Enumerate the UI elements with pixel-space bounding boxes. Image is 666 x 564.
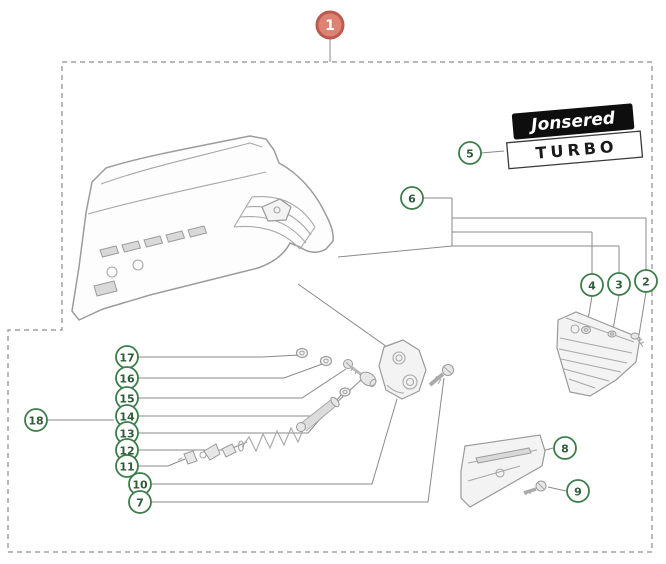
housing-bosses <box>93 259 144 297</box>
svg-text:16: 16 <box>119 373 135 386</box>
assembly-badge: 1 <box>315 10 345 40</box>
bolt-part-15 <box>343 359 363 377</box>
housing-top-edge <box>100 142 263 185</box>
svg-text:2: 2 <box>642 276 650 289</box>
brand-banner <box>511 103 635 140</box>
callout-2: 2 <box>634 269 658 293</box>
badge-circle <box>315 10 345 40</box>
washer-part-16 <box>319 355 333 367</box>
callout-5: 5 <box>458 141 482 165</box>
callout-7: 7 <box>128 490 152 514</box>
brake-cover-part <box>556 311 641 397</box>
cone-part-12 <box>199 443 237 461</box>
screw-part-9 <box>523 480 547 496</box>
callouts: 5 6 4 3 2 17 16 15 <box>24 141 658 514</box>
svg-text:3: 3 <box>615 279 623 292</box>
screw-part-7 <box>428 364 454 387</box>
screw-part-2 <box>630 332 645 348</box>
housing-mid-edge <box>87 171 267 215</box>
svg-text:17: 17 <box>119 352 134 365</box>
brake-cover-outline <box>556 311 641 397</box>
guide-plate-part-8 <box>460 434 546 508</box>
svg-text:10: 10 <box>132 479 148 492</box>
callout-9: 9 <box>566 479 590 503</box>
callout-14: 14 <box>115 404 139 428</box>
plug-part-11 <box>177 450 198 465</box>
callout-18: 18 <box>24 408 48 432</box>
callout-4: 4 <box>580 273 604 297</box>
callout-11: 11 <box>115 454 139 478</box>
washer-part-17 <box>295 347 309 359</box>
svg-text:8: 8 <box>561 443 569 456</box>
housing-illustration <box>71 135 334 321</box>
sleeve-part-14 <box>359 371 377 388</box>
dashed-boundary <box>7 61 653 553</box>
washer-part-4 <box>581 326 591 334</box>
spring-part <box>237 426 304 453</box>
callout-8: 8 <box>553 436 577 460</box>
svg-text:4: 4 <box>588 280 596 293</box>
callout-6: 6 <box>400 186 424 210</box>
brake-cover-fasteners <box>581 326 645 348</box>
washer-part-13 <box>339 387 351 397</box>
svg-text:7: 7 <box>136 497 144 510</box>
svg-text:18: 18 <box>28 415 43 428</box>
callout-16: 16 <box>115 366 139 390</box>
callout-3: 3 <box>607 272 631 296</box>
rod-part <box>296 396 340 432</box>
svg-text:14: 14 <box>119 411 135 424</box>
svg-text:15: 15 <box>119 393 134 406</box>
svg-text:13: 13 <box>119 428 134 441</box>
svg-text:5: 5 <box>466 148 474 161</box>
brand-plate: Jonsered TURBO <box>505 103 644 170</box>
svg-text:12: 12 <box>119 445 134 458</box>
washer-part-3 <box>607 330 617 338</box>
badge-label: 1 <box>325 18 335 34</box>
brand-model-box <box>505 130 644 170</box>
bracket-part <box>378 339 427 400</box>
callout-17: 17 <box>115 345 139 369</box>
svg-text:6: 6 <box>408 193 416 206</box>
axis-parts <box>177 339 454 465</box>
svg-text:9: 9 <box>574 486 582 499</box>
leader-lines <box>47 38 647 503</box>
vent-slots <box>99 225 208 258</box>
throttle-trigger <box>261 198 292 222</box>
svg-text:11: 11 <box>119 461 134 474</box>
